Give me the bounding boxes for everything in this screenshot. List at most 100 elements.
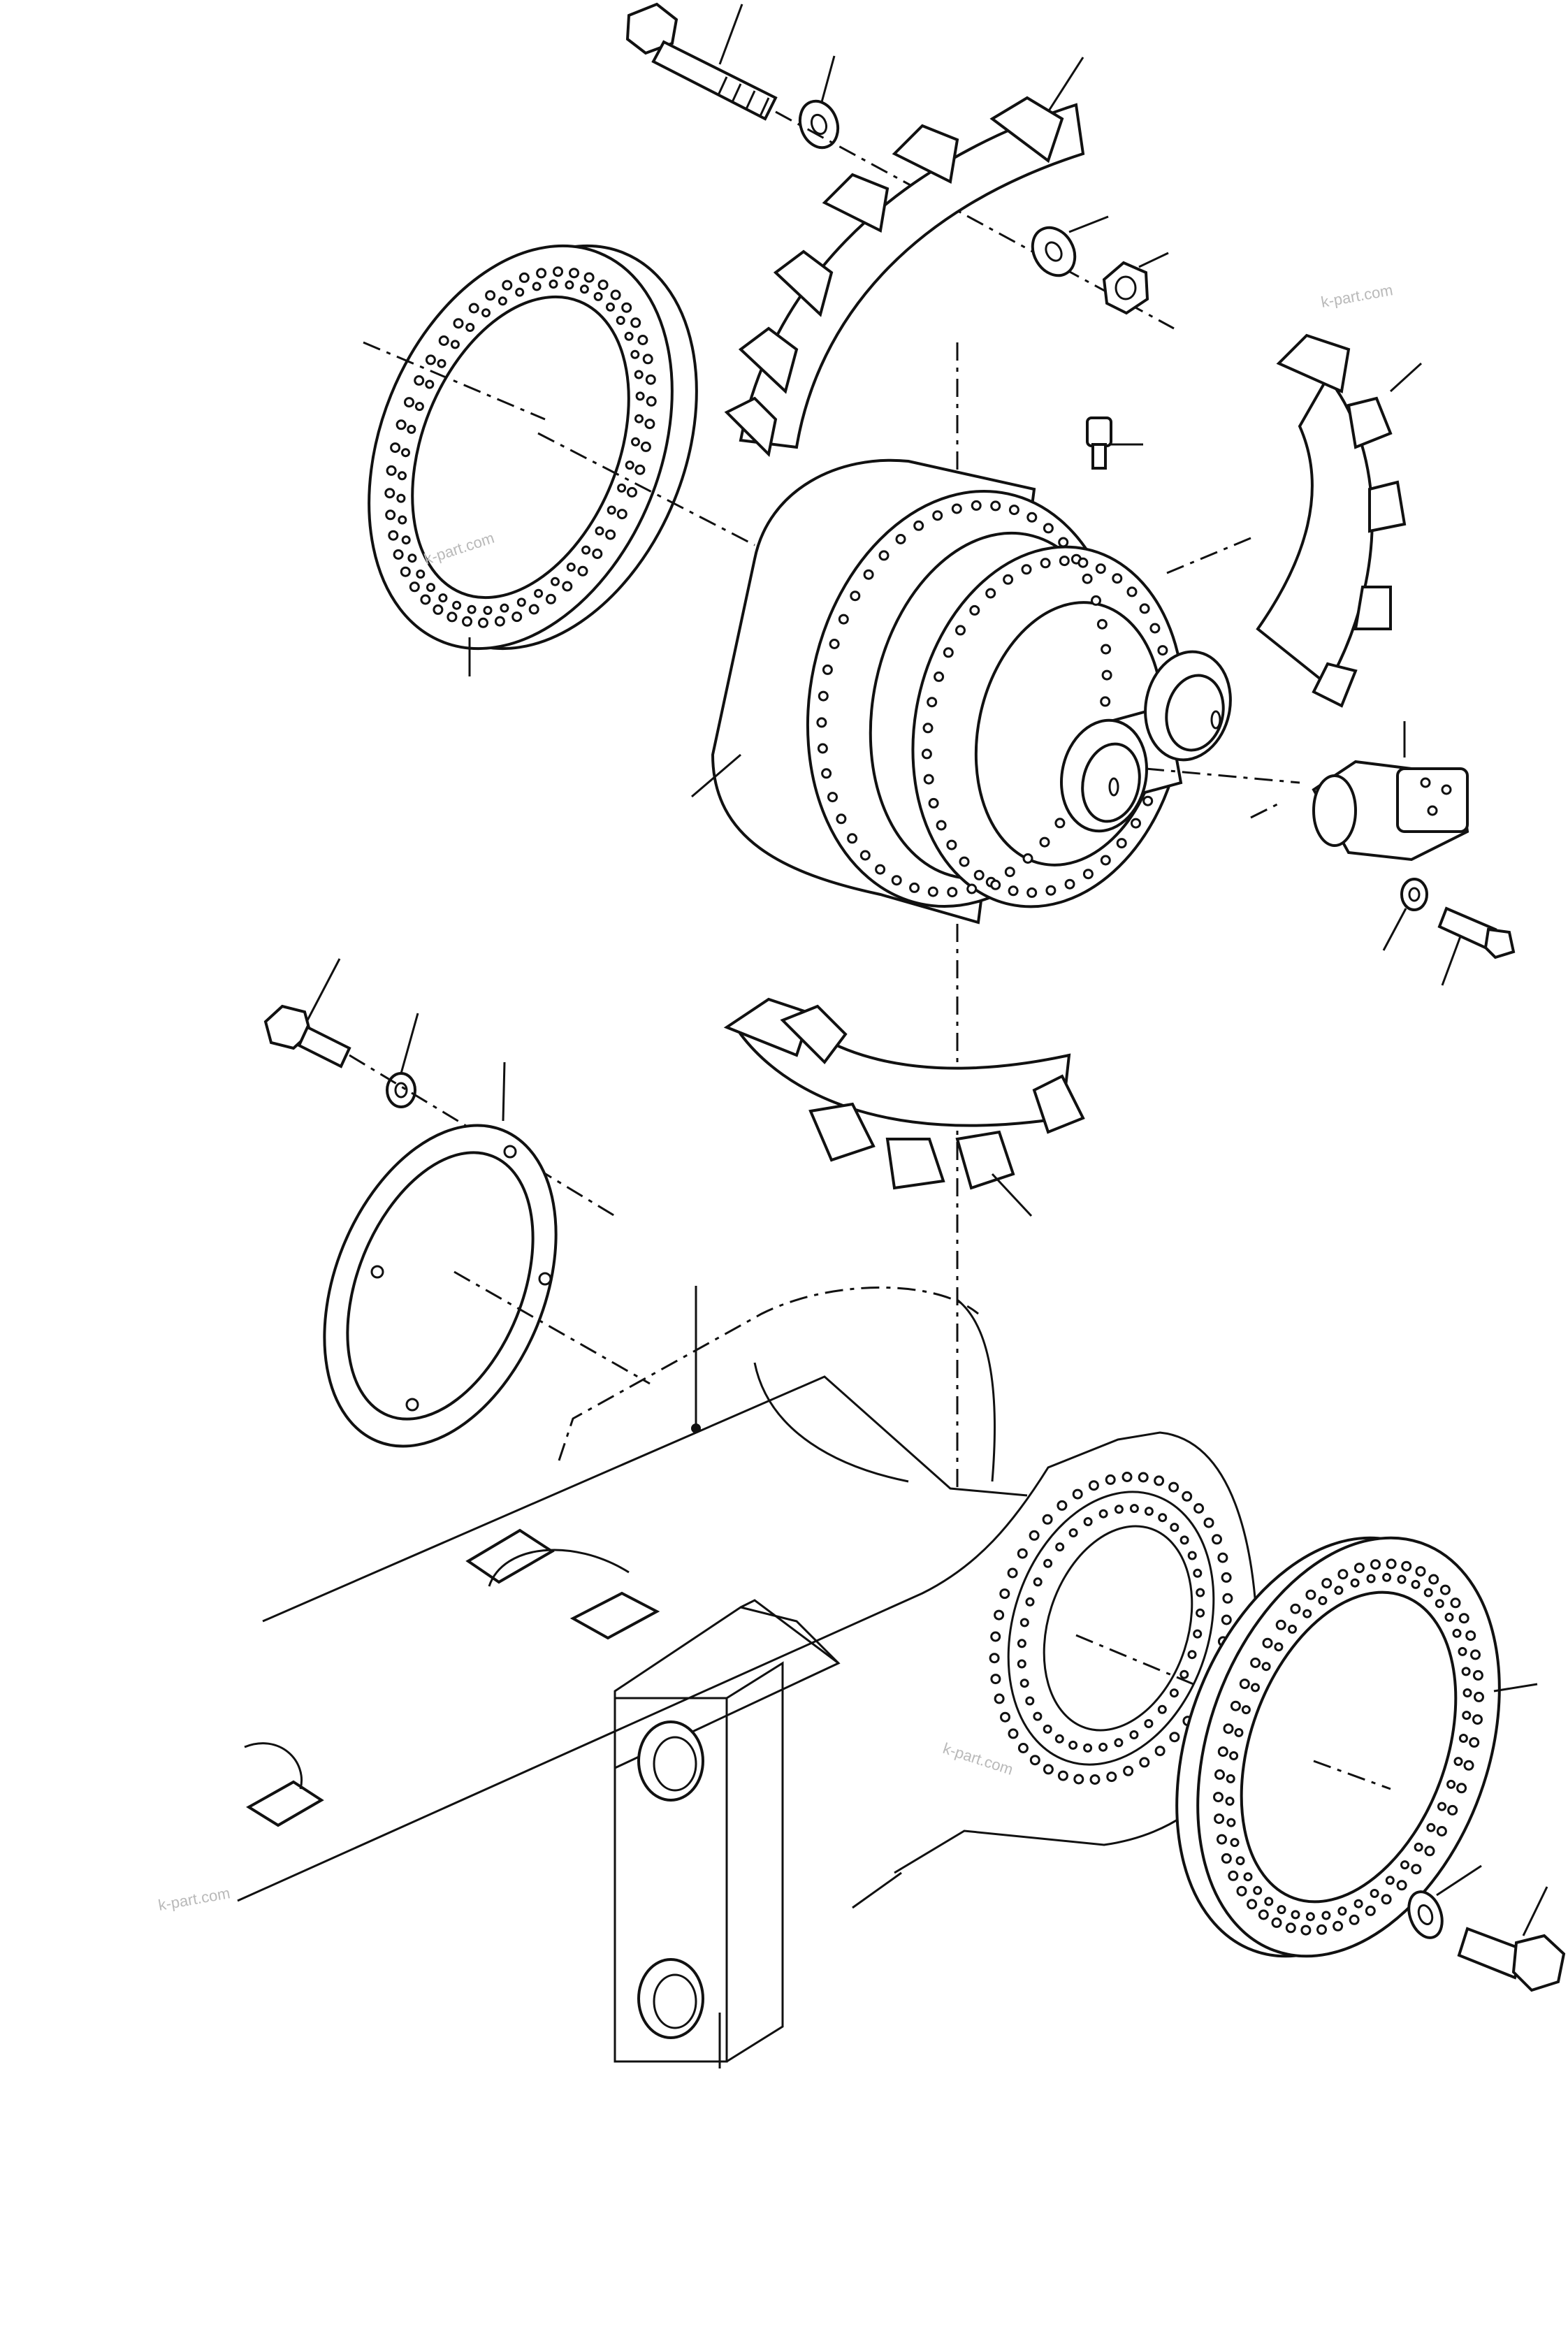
bolt-hole — [1043, 1558, 1053, 1568]
bolt-hole — [1221, 1853, 1232, 1864]
bolt-hole — [1236, 1885, 1247, 1897]
bolt-hole — [1435, 1599, 1444, 1609]
bolt-hole — [1213, 1792, 1224, 1803]
bolt-hole — [1274, 1642, 1284, 1652]
bolt-hole — [1126, 586, 1138, 597]
bolt-hole — [1458, 1646, 1467, 1656]
bolt-hole — [462, 616, 472, 627]
bolt-hole — [485, 290, 496, 301]
right-lower-seal-ring — [1175, 1536, 1501, 1958]
bolt-hole — [927, 886, 938, 897]
bolt-hole — [502, 280, 513, 291]
bolt-hole — [1182, 1491, 1193, 1502]
bolt-hole — [1415, 1566, 1426, 1577]
bolt-hole — [1465, 1630, 1476, 1642]
bolt-hole — [990, 1631, 1001, 1642]
bolt-hole — [1017, 1548, 1028, 1559]
bolt-hole — [951, 503, 962, 514]
bolt-hole — [1179, 1535, 1189, 1545]
bolt-hole — [985, 588, 996, 599]
bolt-hole — [1129, 1730, 1139, 1739]
bolt-hole — [1025, 1696, 1035, 1706]
bolt-hole — [1414, 1842, 1423, 1852]
bolt-hole — [605, 529, 616, 540]
bolt-hole — [971, 500, 982, 511]
bolt-hole — [878, 550, 890, 561]
bolt-hole — [416, 570, 426, 579]
bolt-hole — [923, 774, 934, 785]
bolt-hole — [1370, 1559, 1381, 1570]
bolt-hole — [1426, 1822, 1436, 1832]
bolt-hole — [642, 354, 653, 365]
bolt-hole — [595, 526, 604, 536]
bolt-hole — [1258, 1909, 1269, 1920]
bolt-hole — [409, 581, 420, 593]
bolt-hole — [1235, 1856, 1245, 1866]
bolt-hole — [401, 535, 411, 545]
bolt-hole — [1472, 1714, 1483, 1725]
bolt-hole — [1101, 644, 1112, 655]
bolt-hole — [617, 483, 627, 493]
bolt-hole — [1300, 1925, 1312, 1936]
bolt-hole — [625, 461, 634, 470]
left-lower-gasket-ring — [323, 1124, 558, 1448]
bolt-hole — [532, 282, 542, 291]
bolt-hole — [1116, 838, 1127, 849]
bolt-hole — [1350, 1578, 1360, 1588]
bolt-hole — [990, 1674, 1001, 1685]
bolt-hole — [1043, 1724, 1052, 1734]
bolt-hole — [420, 594, 431, 605]
bolt-hole — [407, 424, 416, 434]
bolt-hole — [1131, 818, 1141, 829]
bolt-hole — [1139, 1757, 1150, 1768]
bolt-hole — [1017, 1639, 1026, 1648]
bolt-hole — [1461, 1667, 1471, 1676]
bolt-hole — [990, 500, 1001, 512]
bolt-hole — [994, 1609, 1005, 1621]
bolt-hole — [934, 671, 945, 682]
bolt-hole — [1225, 1797, 1235, 1806]
bolt-hole — [1068, 1740, 1078, 1750]
bolt-hole — [1217, 1552, 1228, 1563]
bolt-hole — [498, 296, 507, 306]
bolt-hole — [1169, 1688, 1179, 1698]
bolt-hole — [1003, 574, 1014, 585]
bolt-hole — [822, 664, 833, 675]
top-washer — [798, 99, 840, 150]
bolt-hole — [1226, 1774, 1235, 1783]
bolt-hole — [390, 442, 401, 454]
bolt-hole — [634, 370, 644, 379]
bolt-hole — [1004, 867, 1015, 878]
bolt-hole — [850, 590, 861, 602]
bolt-hole — [1469, 1737, 1480, 1748]
bolt-hole — [1196, 1608, 1205, 1618]
bolt-hole — [1271, 1917, 1282, 1928]
right-sprocket-segment — [1256, 333, 1407, 708]
bolt-hole — [1055, 1542, 1065, 1552]
bolt-hole — [1043, 523, 1054, 534]
bolt-hole — [610, 289, 621, 300]
bolt-hole — [1288, 1624, 1297, 1634]
bolt-hole — [569, 268, 579, 279]
bolt-hole — [1026, 512, 1038, 523]
bolt-hole — [597, 280, 609, 291]
plug — [1086, 416, 1112, 470]
bolt-hole — [1082, 573, 1093, 584]
bolt-hole — [909, 882, 920, 893]
bolt-hole — [1169, 1732, 1180, 1743]
bolt-hole — [396, 493, 406, 503]
bolt-hole — [827, 792, 838, 803]
bolt-hole — [395, 419, 407, 430]
bolt-hole — [1250, 1658, 1261, 1668]
bolt-hole — [1154, 1746, 1166, 1757]
bolt-hole — [1029, 1530, 1040, 1541]
bolt-hole — [1042, 1514, 1053, 1525]
bolt-hole — [1446, 1779, 1456, 1789]
bolt-hole — [1470, 1649, 1481, 1660]
bolt-hole — [921, 748, 932, 760]
leader-lower-sprocket — [991, 1173, 1033, 1217]
bolt-hole — [1025, 1597, 1035, 1607]
bolt-hole — [973, 869, 985, 880]
bolt-hole — [1158, 1513, 1168, 1523]
